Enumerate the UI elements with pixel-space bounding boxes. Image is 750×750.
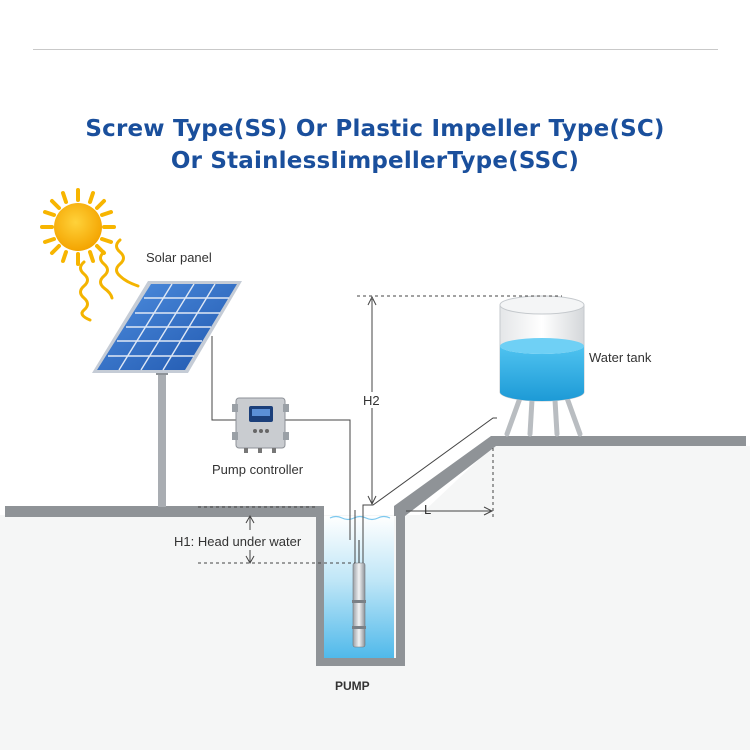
pump	[352, 540, 366, 648]
solar-panel	[92, 281, 242, 507]
sun-icon	[40, 188, 116, 266]
h1-label: H1: Head under water	[174, 534, 302, 549]
power-cable	[211, 336, 351, 540]
diagram-title-line-1: Screw Type(SS) Or Plastic Impeller Type(…	[85, 116, 665, 142]
h2-label: H2	[363, 393, 380, 408]
h1-dimension	[198, 506, 355, 565]
pump-controller-icon	[232, 397, 289, 453]
pump-label: PUMP	[335, 679, 370, 693]
l-label: L	[424, 502, 431, 517]
pump-controller-label: Pump controller	[212, 462, 304, 477]
water-tank	[499, 295, 585, 437]
h2-label-bg	[360, 392, 384, 408]
water-tank-label: Water tank	[589, 350, 652, 365]
sunlight-rays	[79, 238, 140, 322]
l-dimension	[406, 448, 494, 518]
solar-panel-label: Solar panel	[146, 250, 212, 265]
delivery-pipe	[354, 417, 497, 563]
top-divider	[33, 49, 718, 50]
diagram-title-line-2: Or StainlessIimpellerType(SSC)	[170, 148, 580, 174]
